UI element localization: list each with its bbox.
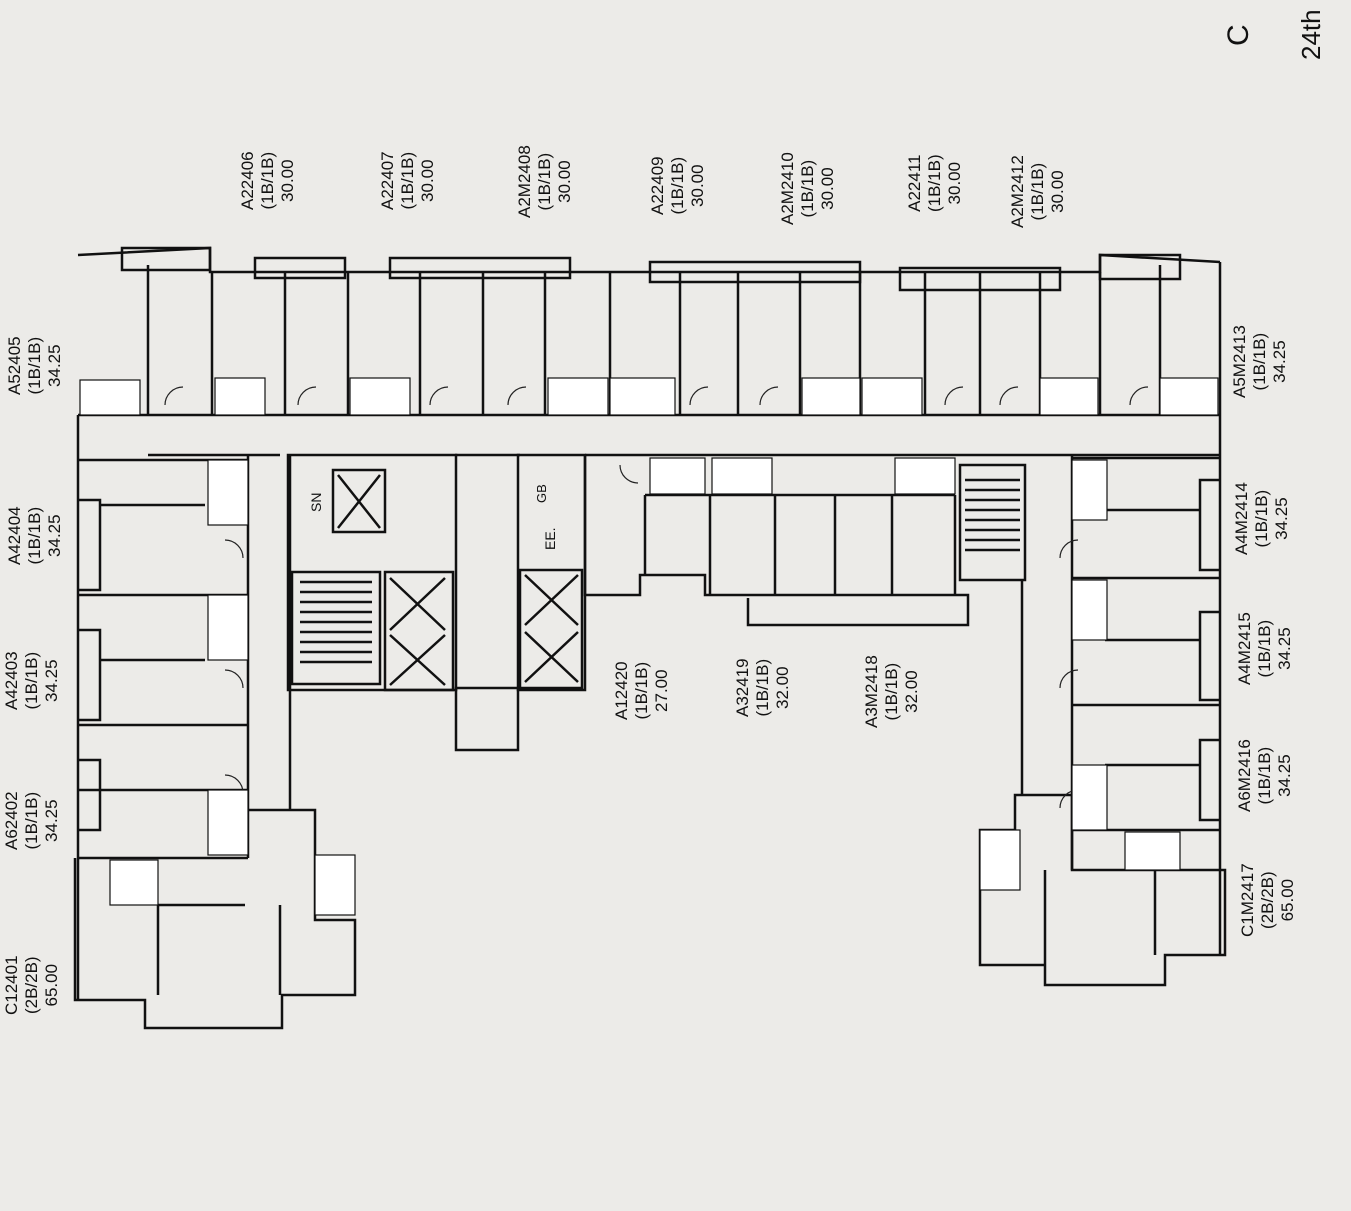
unit-c12401-walls xyxy=(73,808,357,1030)
core-sn-label: SN xyxy=(308,492,324,512)
unit-label: A22407(1B/1B)30.00 xyxy=(378,151,437,210)
door-swing xyxy=(1059,669,1079,689)
unit-label: A12420(1B/1B)27.00 xyxy=(612,661,671,720)
core-gb-label: GB xyxy=(534,484,549,503)
bathroom-fixture xyxy=(609,377,676,416)
elevator-shafts xyxy=(337,474,579,686)
door-swing xyxy=(689,386,709,406)
core-ee-label: EE. xyxy=(542,527,558,550)
unit-label: A22411(1B/1B)30.00 xyxy=(905,154,964,212)
unit-label: A6M2416(1B/1B)34.25 xyxy=(1235,739,1294,812)
window-bar xyxy=(253,256,347,280)
window-bar xyxy=(388,256,572,280)
door-swing xyxy=(1129,386,1149,406)
bathroom-fixture xyxy=(861,377,923,416)
window-bar xyxy=(120,246,212,272)
bathroom-fixture xyxy=(894,457,956,495)
stair-treads xyxy=(300,580,372,664)
unit-label: A52405(1B/1B)34.25 xyxy=(5,336,64,395)
window-bar xyxy=(648,260,862,284)
bathroom-fixture xyxy=(1071,459,1108,521)
bathroom-fixture xyxy=(801,377,861,416)
bathroom-fixture xyxy=(1124,831,1181,871)
unit-label: A32419(1B/1B)32.00 xyxy=(733,658,792,717)
bathroom-fixture xyxy=(1159,377,1219,416)
unit-label: A22409(1B/1B)30.00 xyxy=(648,156,707,215)
door-swing xyxy=(297,386,317,406)
door-swing xyxy=(944,386,964,406)
door-swing xyxy=(507,386,527,406)
bathroom-fixture xyxy=(349,377,411,416)
right-wing-partitions xyxy=(1072,456,1220,832)
bathroom-fixture xyxy=(214,377,266,416)
door-swing xyxy=(759,386,779,406)
window-bar xyxy=(1098,253,1182,281)
bathroom-fixture xyxy=(711,457,773,495)
lobby-pocket xyxy=(454,686,520,752)
unit-label: A3M2418(1B/1B)32.00 xyxy=(862,655,921,728)
unit-label: A62402(1B/1B)34.25 xyxy=(2,791,61,850)
bathroom-fixture xyxy=(314,854,356,916)
bathroom-fixture xyxy=(207,459,249,526)
unit-label: A4M2414(1B/1B)34.25 xyxy=(1232,482,1291,555)
door-swing xyxy=(224,669,244,689)
door-swing xyxy=(224,539,244,559)
bathroom-fixture xyxy=(1071,579,1108,641)
inner-units-walls xyxy=(583,455,970,627)
top-unit-partitions xyxy=(146,265,1162,415)
window-bar xyxy=(898,266,1062,292)
stair-right-treads xyxy=(965,478,1020,552)
core-left-block xyxy=(286,453,458,692)
unit-label: A2M2412(1B/1B)30.00 xyxy=(1008,155,1067,228)
door-swing xyxy=(429,386,449,406)
unit-label: A42403(1B/1B)34.25 xyxy=(2,651,61,710)
left-window-bars xyxy=(78,498,102,832)
unit-label: A22406(1B/1B)30.00 xyxy=(238,151,297,210)
elevator xyxy=(383,570,455,692)
door-swing xyxy=(1059,539,1079,559)
unit-label: C12401(2B/2B)65.00 xyxy=(2,955,61,1015)
bathroom-fixture xyxy=(207,594,249,661)
bathroom-fixture xyxy=(109,859,159,906)
stair-left xyxy=(290,570,382,686)
unit-label: A42404(1B/1B)34.25 xyxy=(5,506,64,565)
bathroom-fixture xyxy=(1039,377,1099,416)
unit-label: A5M2413(1B/1B)34.25 xyxy=(1230,325,1289,398)
bathroom-fixture xyxy=(547,377,609,416)
door-swing xyxy=(164,386,184,406)
unit-label: C1M2417(2B/2B)65.00 xyxy=(1238,863,1297,937)
unit-label: A4M2415(1B/1B)34.25 xyxy=(1235,612,1294,685)
left-wing-partitions xyxy=(78,458,248,860)
door-swing xyxy=(619,464,639,484)
bathroom-fixture xyxy=(1071,764,1108,831)
bathroom-fixture xyxy=(79,379,141,416)
unit-label: A2M2408(1B/1B)30.00 xyxy=(515,145,574,218)
stair-right xyxy=(958,463,1027,582)
elevator xyxy=(331,468,387,534)
bathroom-fixture xyxy=(207,789,249,856)
bathroom-fixture xyxy=(649,457,706,495)
right-window-bars xyxy=(1198,478,1220,822)
bathroom-fixture xyxy=(979,829,1021,891)
elevator xyxy=(518,568,584,690)
door-swing xyxy=(999,386,1019,406)
unit-label: A2M2410(1B/1B)30.00 xyxy=(778,152,837,225)
